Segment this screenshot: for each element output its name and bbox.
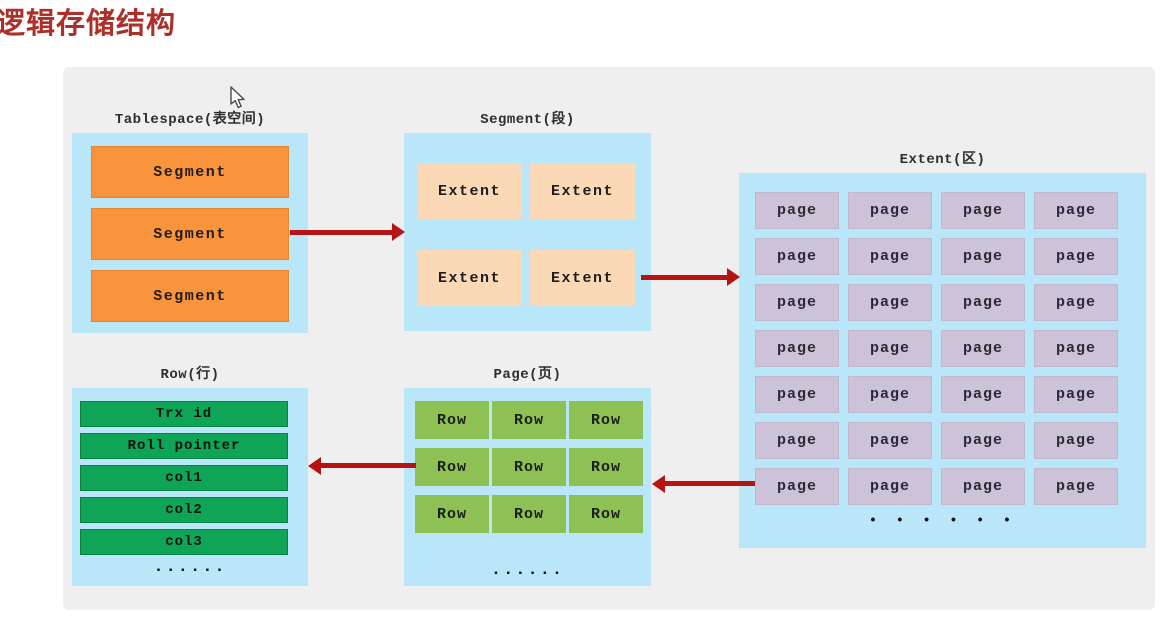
row-cell: Row: [569, 495, 643, 533]
page-cell: page: [848, 422, 932, 459]
page-cell: page: [941, 284, 1025, 321]
page-cell: page: [1034, 238, 1118, 275]
row-cell: Row: [492, 401, 566, 439]
extent-cell: Extent: [530, 250, 635, 306]
extent-label: Extent(区): [899, 152, 986, 168]
mouse-cursor-icon: [230, 86, 245, 109]
page-cell: page: [941, 238, 1025, 275]
page-label: Page(页): [493, 367, 562, 383]
page-cell: page: [1034, 330, 1118, 367]
row-field-bar: col2: [80, 497, 288, 523]
row-field-bar: col1: [80, 465, 288, 491]
page-cell: page: [755, 376, 839, 413]
row-cell: Row: [415, 495, 489, 533]
page-cell: page: [848, 238, 932, 275]
page-cell: page: [755, 468, 839, 505]
page-cell: page: [941, 192, 1025, 229]
segment-bar: Segment: [91, 146, 289, 198]
page-cell: page: [848, 376, 932, 413]
row-field-bar: Trx id: [80, 401, 288, 427]
segment-label: Segment(段): [480, 112, 575, 128]
segment-bar: Segment: [91, 270, 289, 322]
segment-bar: Segment: [91, 208, 289, 260]
row-label: Row(行): [160, 367, 220, 383]
extent-cell: Extent: [417, 163, 522, 219]
tablespace-label: Tablespace(表空间): [114, 112, 266, 128]
page-cell: page: [1034, 284, 1118, 321]
page-ellipsis: ......: [490, 561, 565, 580]
extent-cell: Extent: [417, 250, 522, 306]
page-cell: page: [755, 192, 839, 229]
row-cell: Row: [415, 448, 489, 486]
row-field-list: Trx id Roll pointer col1 col2 col3: [72, 388, 308, 555]
page-cell: page: [848, 468, 932, 505]
page-cell: page: [755, 238, 839, 275]
page-cell: page: [941, 422, 1025, 459]
page-cell: page: [755, 284, 839, 321]
row-ellipsis: ......: [153, 558, 227, 577]
page-cell: page: [1034, 468, 1118, 505]
page-cell: page: [755, 330, 839, 367]
page-cell: page: [755, 422, 839, 459]
page-cell: page: [1034, 422, 1118, 459]
page-cell: page: [848, 192, 932, 229]
row-cell: Row: [569, 401, 643, 439]
page-cell: page: [1034, 376, 1118, 413]
row-box: Trx id Roll pointer col1 col2 col3 ......: [72, 388, 308, 586]
page-title: 逻辑存储结构: [0, 8, 177, 40]
page-cell: page: [941, 330, 1025, 367]
extent-ellipsis: • • • • • •: [868, 513, 1017, 529]
row-cell: Row: [492, 448, 566, 486]
row-cell: Row: [492, 495, 566, 533]
row-cell: Row: [415, 401, 489, 439]
row-field-bar: col3: [80, 529, 288, 555]
row-field-bar: Roll pointer: [80, 433, 288, 459]
page-cell: page: [848, 284, 932, 321]
page-cell: page: [941, 468, 1025, 505]
extent-cell: Extent: [530, 163, 635, 219]
page-cell: page: [848, 330, 932, 367]
page-cell: page: [941, 376, 1025, 413]
page-cell: page: [1034, 192, 1118, 229]
row-cell: Row: [569, 448, 643, 486]
